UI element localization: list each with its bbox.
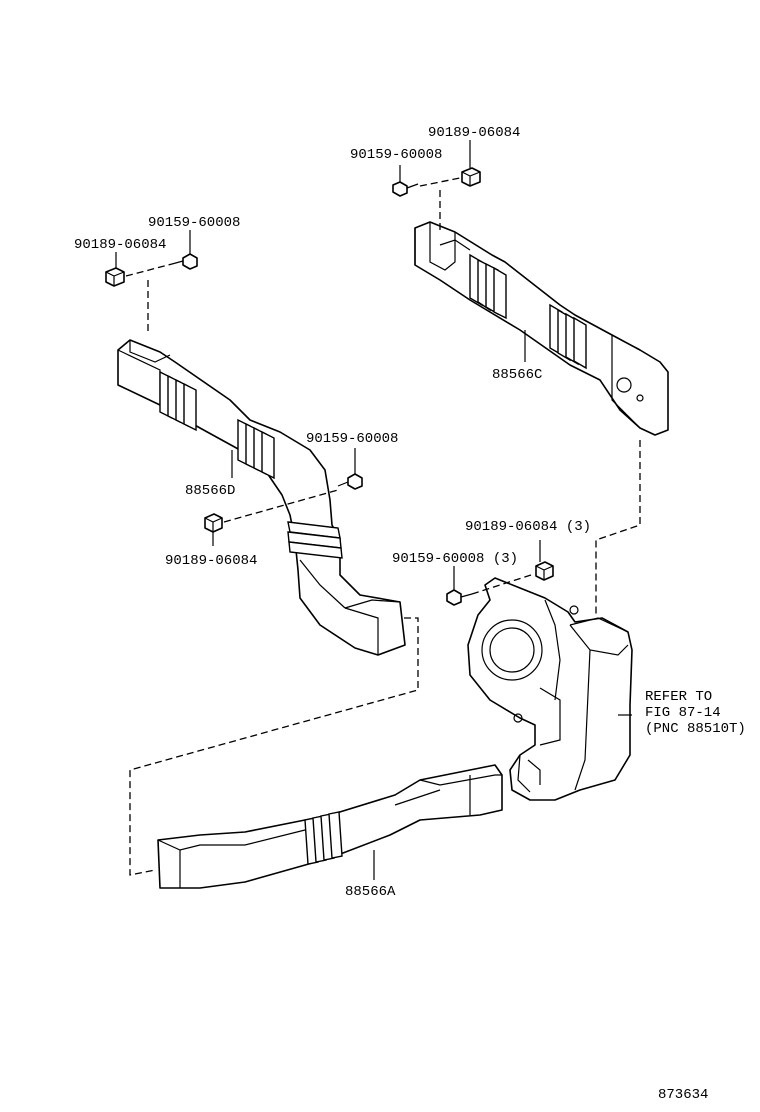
- blower-unit[interactable]: [467, 577, 633, 801]
- label-88566c: 88566C: [492, 367, 542, 383]
- label-screw-blower: 90159-60008 (3): [392, 551, 518, 567]
- refer-text-line-2: FIG 87-14: [645, 705, 721, 721]
- label-88566a: 88566A: [345, 884, 396, 900]
- clip-icon[interactable]: [105, 267, 125, 287]
- label-screw-left-top: 90159-60008: [148, 215, 240, 231]
- screw-icon[interactable]: [337, 473, 363, 490]
- screw-icon[interactable]: [392, 181, 419, 197]
- refer-text-line-3: (PNC 88510T): [645, 721, 746, 737]
- label-88566d: 88566D: [185, 483, 235, 499]
- screw-icon[interactable]: [446, 589, 473, 606]
- refer-text-line-1: REFER TO: [645, 689, 712, 705]
- clip-icon[interactable]: [204, 513, 223, 533]
- clip-icon[interactable]: [535, 561, 554, 581]
- duct-88566a[interactable]: [157, 764, 503, 889]
- label-clip-left-top: 90189-06084: [74, 237, 166, 253]
- label-clip-top-right: 90189-06084: [428, 125, 520, 141]
- duct-88566c[interactable]: [414, 221, 669, 436]
- label-clip-blower: 90189-06084 (3): [465, 519, 591, 535]
- figure-number: 873634: [658, 1087, 708, 1103]
- clip-icon[interactable]: [461, 167, 481, 187]
- label-clip-mid: 90189-06084: [165, 553, 257, 569]
- label-screw-top-right: 90159-60008: [350, 147, 442, 163]
- label-screw-mid: 90159-60008: [306, 431, 398, 447]
- screw-icon[interactable]: [171, 253, 198, 270]
- duct-88566d[interactable]: [117, 339, 406, 656]
